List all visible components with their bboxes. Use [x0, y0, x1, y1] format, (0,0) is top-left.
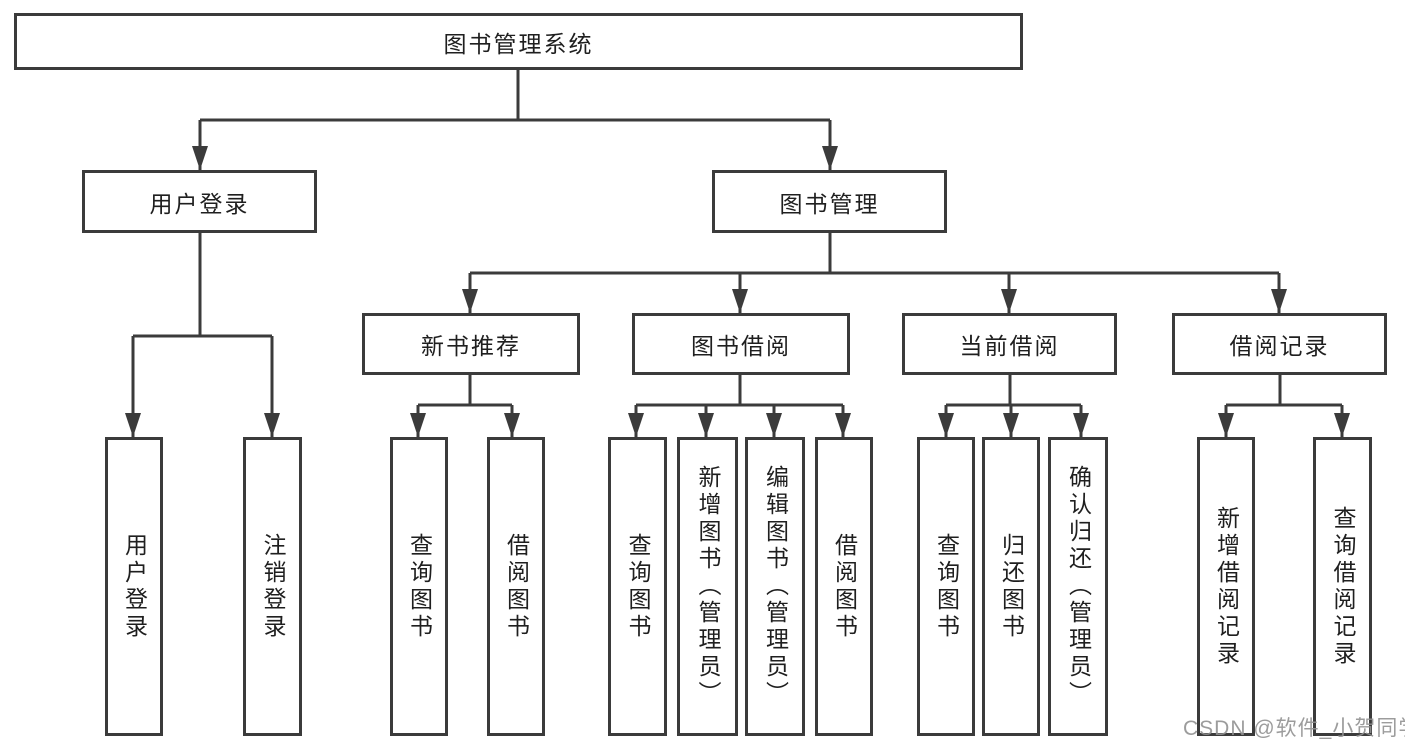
leaf-logout: 注销登录: [243, 437, 302, 736]
arrowheads: [125, 146, 1350, 437]
leaf-query-borrow-record: 查询借阅记录: [1313, 437, 1372, 736]
node-borrow-records-label: 借阅记录: [1229, 333, 1330, 359]
node-current-borrow: 当前借阅: [902, 313, 1117, 375]
node-book-borrow-label: 图书借阅: [691, 333, 791, 359]
leaf-borrow-books-1-label: 借阅图书: [503, 532, 530, 641]
leaf-borrow-books-2-label: 借阅图书: [831, 532, 858, 641]
leaf-query-books-3: 查询图书: [917, 437, 975, 736]
leaf-query-books-1-label: 查询图书: [406, 532, 433, 641]
leaf-query-books-2-label: 查询图书: [625, 532, 651, 641]
leaf-edit-book-admin: 编辑图书（管理员）: [745, 437, 805, 736]
leaf-user-login: 用户登录: [105, 437, 163, 736]
leaf-edit-book-admin-label: 编辑图书（管理员）: [762, 465, 789, 708]
node-book-management-label: 图书管理: [779, 190, 880, 217]
node-current-borrow-label: 当前借阅: [959, 333, 1060, 359]
node-new-book-recommend: 新书推荐: [362, 313, 580, 375]
leaf-add-borrow-record: 新增借阅记录: [1197, 437, 1255, 736]
node-borrow-records: 借阅记录: [1172, 313, 1387, 375]
leaf-return-books: 归还图书: [982, 437, 1040, 736]
node-root-label: 图书管理系统: [443, 30, 594, 57]
node-book-management: 图书管理: [712, 170, 947, 233]
csdn-watermark: CSDN @软件_小贺同学: [1183, 717, 1405, 740]
leaf-user-login-label: 用户登录: [121, 532, 148, 641]
connector-stems: [131, 69, 1344, 437]
leaf-query-borrow-record-label: 查询借阅记录: [1330, 505, 1356, 668]
node-new-book-recommend-label: 新书推荐: [421, 333, 521, 359]
leaf-query-books-2: 查询图书: [608, 437, 667, 736]
leaf-add-book-admin-label: 新增图书（管理员）: [695, 465, 721, 708]
leaf-logout-label: 注销登录: [260, 532, 286, 641]
leaf-query-books-1: 查询图书: [390, 437, 448, 736]
node-root: 图书管理系统: [14, 13, 1023, 70]
leaf-confirm-return-admin-label: 确认归还（管理员）: [1065, 465, 1092, 708]
leaf-add-borrow-record-label: 新增借阅记录: [1213, 505, 1240, 668]
node-book-borrow: 图书借阅: [632, 313, 850, 375]
leaf-add-book-admin: 新增图书（管理员）: [677, 437, 738, 736]
node-user-login-label: 用户登录: [149, 190, 250, 217]
node-user-login: 用户登录: [82, 170, 317, 233]
leaf-return-books-label: 归还图书: [998, 532, 1025, 641]
leaf-query-books-3-label: 查询图书: [933, 532, 960, 641]
leaf-borrow-books-2: 借阅图书: [815, 437, 873, 736]
leaf-confirm-return-admin: 确认归还（管理员）: [1048, 437, 1108, 736]
leaf-borrow-books-1: 借阅图书: [487, 437, 545, 736]
